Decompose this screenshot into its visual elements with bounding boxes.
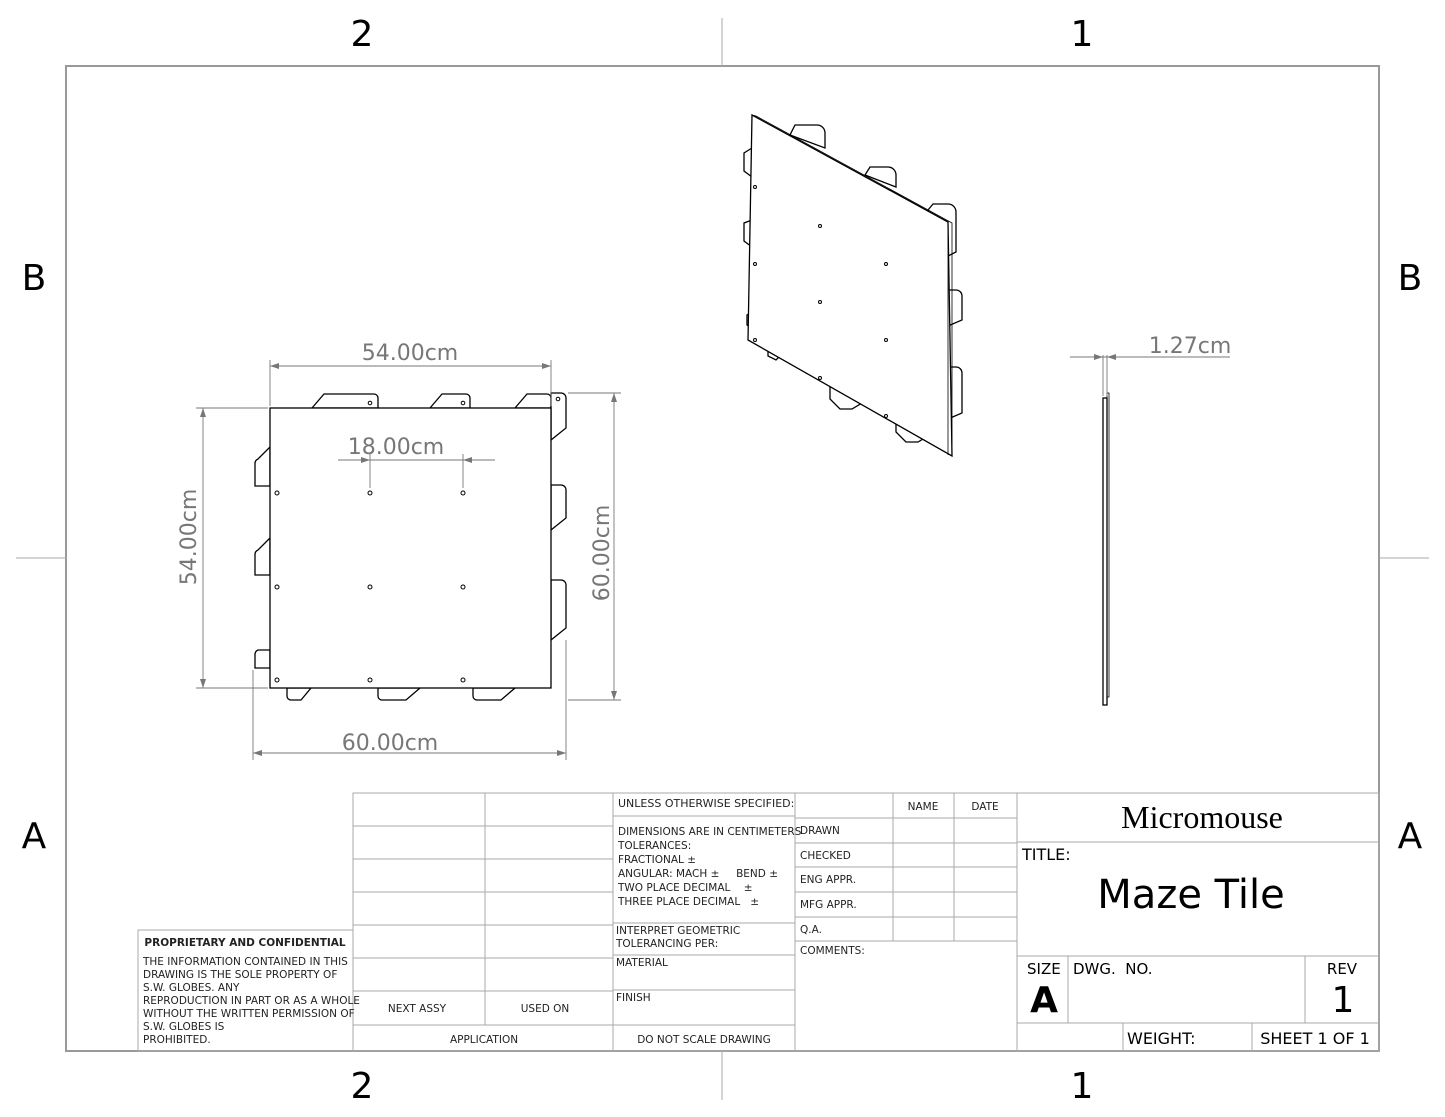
weight-label: WEIGHT: (1127, 1029, 1195, 1048)
application-label: APPLICATION (450, 1034, 518, 1046)
rev-label: REV (1327, 960, 1358, 978)
approval-mfg: MFG APPR. (800, 899, 857, 911)
name-header: NAME (908, 801, 939, 813)
zone-bottom-2: 2 (351, 1066, 374, 1107)
tolerance-line: FRACTIONAL ± (618, 854, 696, 866)
sheet-number: SHEET 1 OF 1 (1260, 1029, 1370, 1048)
do-not-scale-label: DO NOT SCALE DRAWING (637, 1034, 771, 1046)
zone-left-a: A (22, 816, 47, 857)
approval-eng: ENG APPR. (800, 874, 856, 886)
approval-drawn: DRAWN (800, 825, 840, 837)
proprietary-line: WITHOUT THE WRITTEN PERMISSION OF (143, 1008, 355, 1020)
date-header: DATE (971, 801, 998, 813)
zone-right-a: A (1398, 816, 1423, 857)
mounting-holes (274, 396, 561, 683)
zone-top-2: 2 (351, 14, 374, 55)
dim-right-height: 60.00cm (590, 505, 615, 602)
finish-label: FINISH (616, 992, 651, 1004)
unless-specified-label: UNLESS OTHERWISE SPECIFIED: (618, 797, 794, 810)
proprietary-line: PROHIBITED. (143, 1034, 211, 1046)
comments-label: COMMENTS: (800, 945, 865, 957)
proprietary-line: THE INFORMATION CONTAINED IN THIS (142, 956, 348, 968)
tile-plate-front (269, 407, 552, 689)
material-label: MATERIAL (616, 957, 668, 969)
dim-left-height: 54.00cm (177, 489, 202, 586)
proprietary-line: S.W. GLOBES. ANY (143, 982, 240, 994)
proprietary-line: DRAWING IS THE SOLE PROPERTY OF (143, 969, 337, 981)
approval-qa: Q.A. (800, 924, 822, 936)
approval-checked: CHECKED (800, 850, 851, 862)
tolerance-line: TOLERANCES: (617, 840, 691, 852)
proprietary-heading: PROPRIETARY AND CONFIDENTIAL (144, 937, 345, 949)
zone-bottom-1: 1 (1071, 1066, 1094, 1107)
front-view: 54.00cm 18.00cm 54.00cm 60.00cm 60.00cm (177, 341, 621, 760)
size-value: A (1030, 980, 1058, 1021)
used-on-label: USED ON (521, 1003, 570, 1015)
tolerance-line: TWO PLACE DECIMAL ± (617, 882, 753, 894)
isometric-view (743, 113, 963, 458)
zone-top-1: 1 (1071, 14, 1094, 55)
tolerance-line: THREE PLACE DECIMAL ± (617, 896, 759, 908)
company-name: Micromouse (1121, 799, 1283, 835)
size-label: SIZE (1027, 960, 1061, 978)
title-label: TITLE: (1021, 845, 1071, 864)
dim-bottom-width: 60.00cm (342, 731, 439, 756)
dim-top-width: 54.00cm (362, 341, 459, 366)
proprietary-line: REPRODUCTION IN PART OR AS A WHOLE (143, 995, 360, 1007)
tile-plate-side (1102, 397, 1108, 706)
title-block: PROPRIETARY AND CONFIDENTIAL THE INFORMA… (137, 792, 1380, 1052)
zone-right-b: B (1398, 258, 1423, 299)
side-view: 1.27cm (1070, 334, 1232, 706)
interpret-line: INTERPRET GEOMETRIC (616, 925, 740, 937)
tolerance-line: ANGULAR: MACH ± BEND ± (618, 868, 778, 880)
drawing-title: Maze Tile (1097, 872, 1284, 918)
rev-value: 1 (1332, 980, 1355, 1021)
dim-hole-spacing: 18.00cm (348, 435, 445, 460)
proprietary-line: S.W. GLOBES IS (143, 1021, 225, 1033)
zone-left-b: B (22, 258, 47, 299)
dim-thickness: 1.27cm (1149, 334, 1232, 359)
interpret-line: TOLERANCING PER: (615, 938, 718, 950)
next-assy-label: NEXT ASSY (388, 1003, 447, 1015)
dwg-no-label: DWG. NO. (1073, 960, 1153, 978)
tolerance-line: DIMENSIONS ARE IN CENTIMETERS (618, 826, 802, 838)
